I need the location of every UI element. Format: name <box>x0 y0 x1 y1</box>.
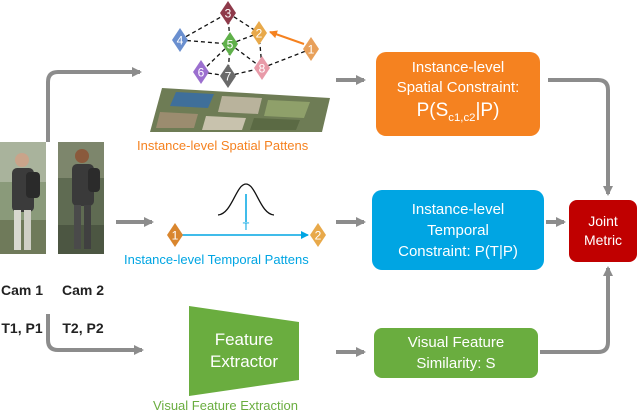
spatial-pattern-caption: Instance-level Spatial Pattens <box>137 138 309 153</box>
campus-map-image <box>150 88 330 132</box>
spatial-node-2: 2 <box>251 21 267 45</box>
feature-extractor-label: Feature Extractor <box>209 330 279 371</box>
spatial-node-3-label: 3 <box>225 7 232 21</box>
camera-2-name: Cam 2 <box>61 282 105 298</box>
spatial-transition-arrow <box>269 30 305 45</box>
visual-extraction-caption: Visual Feature Extraction <box>153 398 298 413</box>
camera-2-label: Cam 2 T2, P2 <box>57 262 109 338</box>
spatial-node-7: 7 <box>220 64 236 88</box>
spatial-node-6-shape <box>193 60 209 84</box>
temporal-node-end-label: 2 <box>315 229 322 243</box>
spatial-formula: P(Sc1,c2|P) <box>416 99 500 124</box>
joint-metric-box: Joint Metric <box>569 200 637 262</box>
spatial-node-6-label: 6 <box>198 66 205 80</box>
spatial-node-1-shape <box>303 37 319 61</box>
visual-similarity-box: Visual Feature Similarity: S <box>374 328 538 378</box>
spatial-node-2-shape <box>251 21 267 45</box>
temporal-node-end: 2 <box>310 223 326 247</box>
temporal-node-end-shape <box>310 223 326 247</box>
spatial-node-5-label: 5 <box>227 38 234 52</box>
spatial-node-7-shape <box>220 64 236 88</box>
spatial-node-8: 8 <box>254 56 270 80</box>
spatial-node-5-shape <box>222 32 238 56</box>
temporal-node-start-label: 1 <box>172 229 179 243</box>
camera-2-photo <box>58 142 104 254</box>
camera-1-photo <box>0 142 46 254</box>
temporal-pattern <box>182 183 309 239</box>
spatial-node-3-shape <box>220 1 236 25</box>
feature-extractor-shape <box>189 306 299 396</box>
spatial-node-4-shape <box>172 28 188 52</box>
connector-arrows <box>46 67 613 357</box>
spatial-node-1-label: 1 <box>308 43 315 57</box>
spatial-node-4: 4 <box>172 28 188 52</box>
temporal-node-start-shape <box>167 223 183 247</box>
temporal-node-start: 1 <box>167 223 183 247</box>
spatial-graph-nodes: 1 2 3 4 5 6 7 8 <box>172 1 319 88</box>
spatial-node-5: 5 <box>222 32 238 56</box>
time-interval-label: T <box>243 221 250 233</box>
spatial-constraint-line2: Spatial Constraint: <box>396 78 520 96</box>
spatial-node-8-shape <box>254 56 270 80</box>
spatial-constraint-box: Instance-level Spatial Constraint: P(Sc1… <box>376 52 540 136</box>
spatial-node-7-label: 7 <box>225 70 232 84</box>
temporal-constraint-box: Instance-level Temporal Constraint: P(T|… <box>372 190 544 270</box>
camera-1-info: T1, P1 <box>1 320 43 336</box>
spatial-node-2-label: 2 <box>256 27 263 41</box>
spatial-node-1: 1 <box>303 37 319 61</box>
camera-1-label: Cam 1 T1, P1 <box>0 262 46 338</box>
camera-2-info: T2, P2 <box>62 320 104 336</box>
camera-1-name: Cam 1 <box>0 282 44 298</box>
spatial-node-8-label: 8 <box>259 62 266 76</box>
spatial-node-6: 6 <box>193 60 209 84</box>
spatial-node-3: 3 <box>220 1 236 25</box>
spatial-constraint-line1: Instance-level <box>411 58 505 76</box>
temporal-pattern-caption: Instance-level Temporal Pattens <box>124 252 309 267</box>
spatial-node-4-label: 4 <box>177 34 184 48</box>
